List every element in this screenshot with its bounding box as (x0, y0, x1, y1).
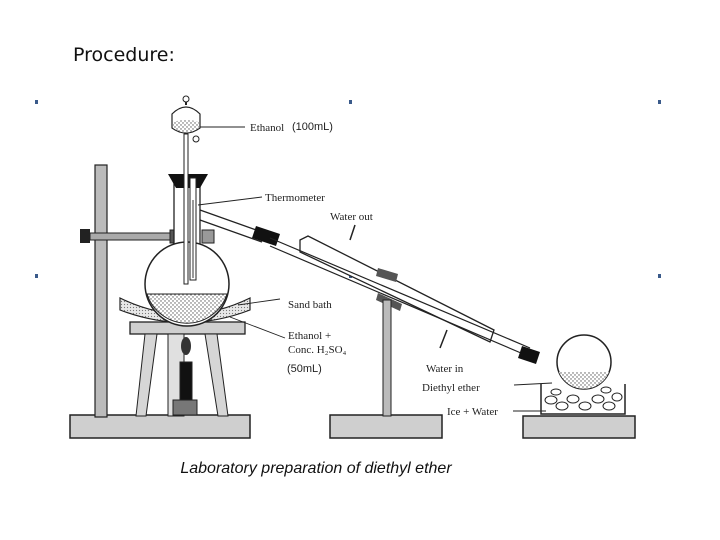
label-diethyl-ether: Diethyl ether (422, 382, 480, 394)
label-mixture-line2: Conc. H₂SO₄ (288, 344, 347, 356)
condenser (199, 209, 540, 364)
figure-caption: Laboratory preparation of diethyl ether (180, 460, 452, 477)
slide-marker (35, 274, 38, 278)
receiver-flask (556, 334, 612, 390)
label-water-out: Water out (330, 211, 373, 223)
label-mixture-volume: (50mL) (287, 363, 322, 375)
ice-bath (522, 384, 636, 439)
label-mixture-line1: Ethanol + (288, 330, 331, 342)
leader-lines (197, 126, 553, 412)
label-ethanol-volume: (100mL) (292, 121, 333, 133)
label-ethanol: Ethanol (250, 122, 284, 134)
middle-stand (329, 299, 443, 439)
label-water-in: Water in (426, 363, 464, 375)
bunsen-burner (172, 337, 198, 416)
dropping-funnel (171, 95, 201, 285)
label-sand-bath: Sand bath (288, 299, 332, 311)
slide-marker (658, 274, 661, 278)
slide-marker (658, 100, 661, 104)
slide-heading: Procedure: (73, 44, 175, 66)
slide-marker (35, 100, 38, 104)
left-stand (69, 164, 251, 439)
label-thermometer: Thermometer (265, 192, 325, 204)
label-ice-water: Ice + Water (447, 406, 498, 418)
slide-marker (349, 100, 352, 104)
